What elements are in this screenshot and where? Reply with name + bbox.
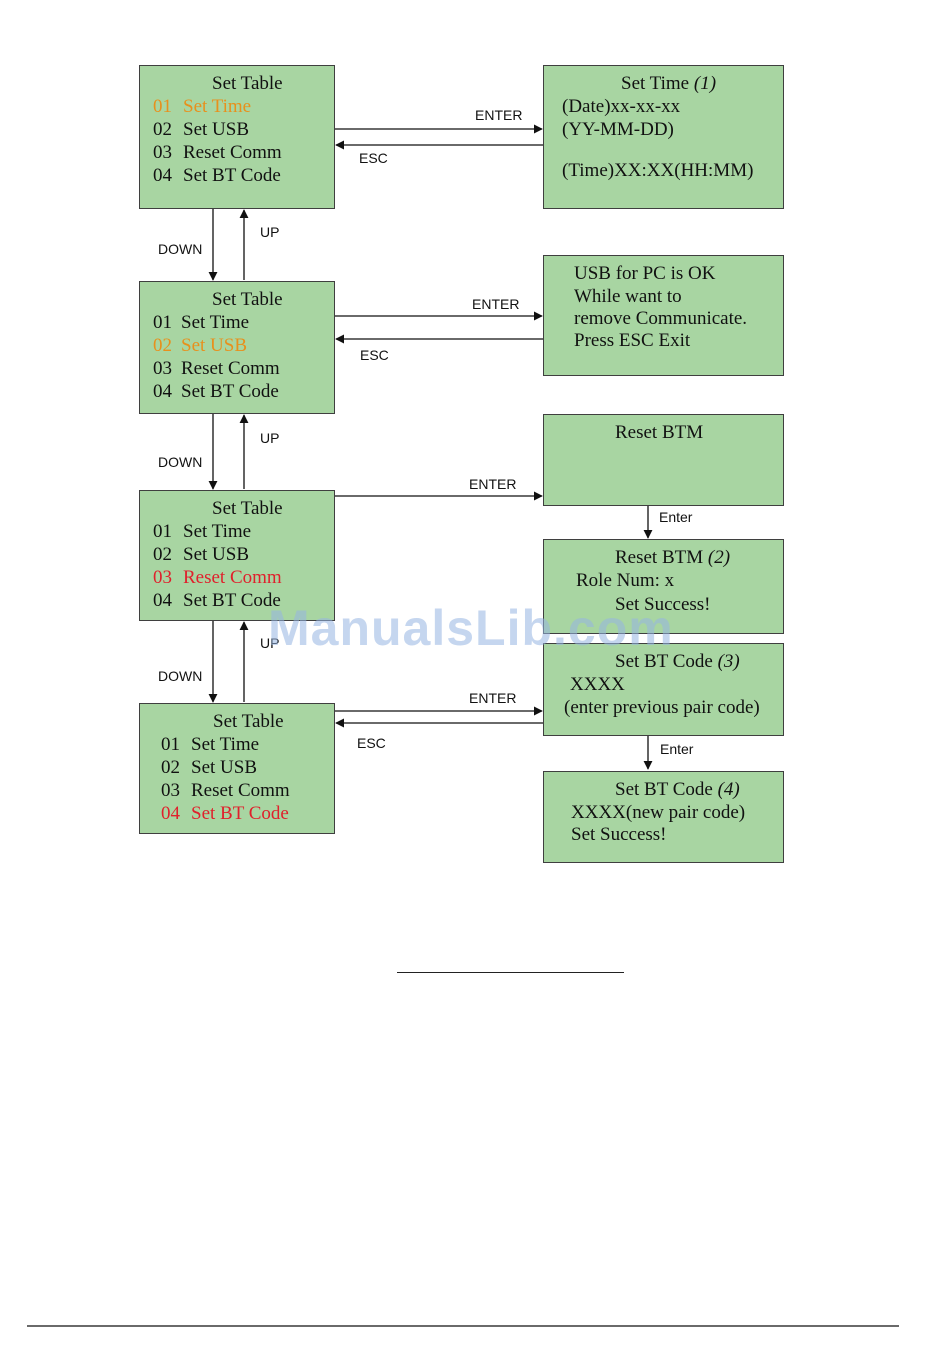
- enter-label-3: ENTER: [469, 476, 517, 492]
- menu-item-number: 02: [153, 544, 172, 565]
- reset-btm2-role: Role Num: x: [576, 570, 675, 591]
- esc-label-4: ESC: [357, 735, 386, 751]
- watermark: ManualsLib.com: [268, 600, 674, 656]
- menu-item-label: Set USB: [181, 335, 247, 356]
- enter-label-1: ENTER: [475, 107, 523, 123]
- menu-item-number: 02: [161, 757, 180, 778]
- menu-item-number: 01: [161, 734, 180, 755]
- bt-code-previous-screen: Set BT Code (3) XXXX (enter previous pai…: [543, 643, 784, 736]
- menu-item-number: 01: [153, 96, 172, 117]
- bt-code3-code: XXXX: [570, 674, 625, 695]
- menu-item-label: Reset Comm: [183, 142, 282, 163]
- menu-box-set-usb: Set Table 01 Set Time 02 Set USB 03 Reset Comm…: [139, 281, 335, 414]
- up-label-2: UP: [260, 430, 280, 446]
- set-time-time: (Time)XX:XX(HH:MM): [562, 160, 754, 181]
- menu-item-label: Set BT Code: [183, 165, 281, 186]
- menu-item-label: Set Time: [191, 734, 260, 755]
- reset-btm2-success: Set Success!: [615, 594, 711, 615]
- menu-item-number: 01: [153, 312, 172, 333]
- set-time-step: (1): [693, 73, 717, 94]
- up-label-1: UP: [260, 224, 280, 240]
- enter-label-4: ENTER: [469, 690, 517, 706]
- esc-label-2: ESC: [360, 347, 389, 363]
- menu-item-number: 04: [153, 381, 172, 402]
- menu-item-number: 02: [153, 119, 172, 140]
- menu-box-set-bt-code: Set Table 01 Set Time 02 Set USB 03 Reset Comm…: [139, 703, 335, 834]
- menu-title: Set Table: [212, 498, 283, 519]
- set-time-date-format: (YY-MM-DD): [562, 119, 674, 140]
- reset-btm2-title: Reset BTM: [615, 547, 704, 568]
- reset-btm-success-screen: Reset BTM (2) Role Num: x Set Success!: [543, 539, 784, 634]
- bt-code4-title-row: Set BT Code (4): [615, 779, 740, 801]
- bt-code4-success: Set Success!: [571, 824, 667, 845]
- usb-screen: USB for PC is OK While want to remove Co…: [543, 255, 784, 376]
- menu-item-number: 03: [161, 780, 180, 801]
- reset-btm2-title-row: Reset BTM (2): [615, 547, 730, 569]
- bt-code-new-screen: Set BT Code (4) XXXX(new pair code) Set …: [543, 771, 784, 863]
- menu-title: Set Table: [212, 73, 283, 94]
- up-label-3: UP: [260, 635, 280, 651]
- usb-line-1: USB for PC is OK: [574, 263, 716, 284]
- set-time-screen: Set Time (1) (Date)xx-xx-xx (YY-MM-DD) (…: [543, 65, 784, 209]
- menu-item-label: Set USB: [183, 119, 249, 140]
- set-time-date: (Date)xx-xx-xx: [562, 96, 681, 117]
- bt-code3-title: Set BT Code: [615, 651, 713, 672]
- bt-code3-step: (3): [717, 651, 740, 672]
- bt-code3-hint: (enter previous pair code): [564, 697, 760, 718]
- bt-code4-step: (4): [717, 779, 740, 800]
- menu-box-reset-comm: Set Table 01 Set Time 02 Set USB 03 Reset Comm…: [139, 490, 335, 621]
- menu-item-label: Reset Comm: [191, 780, 290, 801]
- usb-line-2: While want to: [574, 286, 682, 307]
- menu-item-label: Set USB: [183, 544, 249, 565]
- menu-item-label: Reset Comm: [181, 358, 280, 379]
- menu-title: Set Table: [213, 711, 284, 732]
- set-time-title-row: Set Time (1): [621, 73, 716, 95]
- menu-item-label: Set USB: [191, 757, 257, 778]
- menu-item-label: Set BT Code: [181, 381, 279, 402]
- menu-item-number: 04: [153, 165, 172, 186]
- bt-code4-title: Set BT Code: [615, 779, 713, 800]
- menu-item-label: Set BT Code: [191, 803, 289, 824]
- menu-item-label: Set Time: [183, 521, 252, 542]
- reset-btm-screen: Reset BTM: [543, 414, 784, 506]
- footer-divider: [27, 1325, 899, 1327]
- enter-label-2: ENTER: [472, 296, 520, 312]
- menu-box-set-time: Set Table 01 Set Time 02 Set USB 03 Reset Comm…: [139, 65, 335, 209]
- menu-item-label: Set Time: [181, 312, 250, 333]
- menu-item-number: 03: [153, 358, 172, 379]
- menu-title: Set Table: [212, 289, 283, 310]
- down-label-2: DOWN: [158, 454, 203, 470]
- esc-label-1: ESC: [359, 150, 388, 166]
- enter-label-bt: Enter: [660, 741, 694, 757]
- menu-item-label: Set BT Code: [183, 590, 281, 611]
- bt-code3-title-row: Set BT Code (3): [615, 651, 740, 673]
- menu-item-label: Set Time: [183, 96, 252, 117]
- down-label-3: DOWN: [158, 668, 203, 684]
- menu-item-number: 02: [153, 335, 172, 356]
- set-time-title: Set Time: [621, 73, 690, 94]
- reset-btm2-step: (2): [707, 547, 731, 568]
- down-label-1: DOWN: [158, 241, 203, 257]
- menu-item-number: 04: [161, 803, 180, 824]
- menu-item-number: 04: [153, 590, 172, 611]
- bt-code4-code: XXXX(new pair code): [571, 802, 746, 823]
- enter-label-btm: Enter: [659, 509, 693, 525]
- menu-item-number: 03: [153, 142, 172, 163]
- usb-line-3: remove Communicate.: [574, 308, 748, 329]
- menu-item-number: 01: [153, 521, 172, 542]
- menu-item-label: Reset Comm: [183, 567, 282, 588]
- short-divider: [397, 972, 624, 973]
- reset-btm-title: Reset BTM: [615, 422, 704, 443]
- menu-item-number: 03: [153, 567, 172, 588]
- usb-line-4: Press ESC Exit: [574, 330, 691, 351]
